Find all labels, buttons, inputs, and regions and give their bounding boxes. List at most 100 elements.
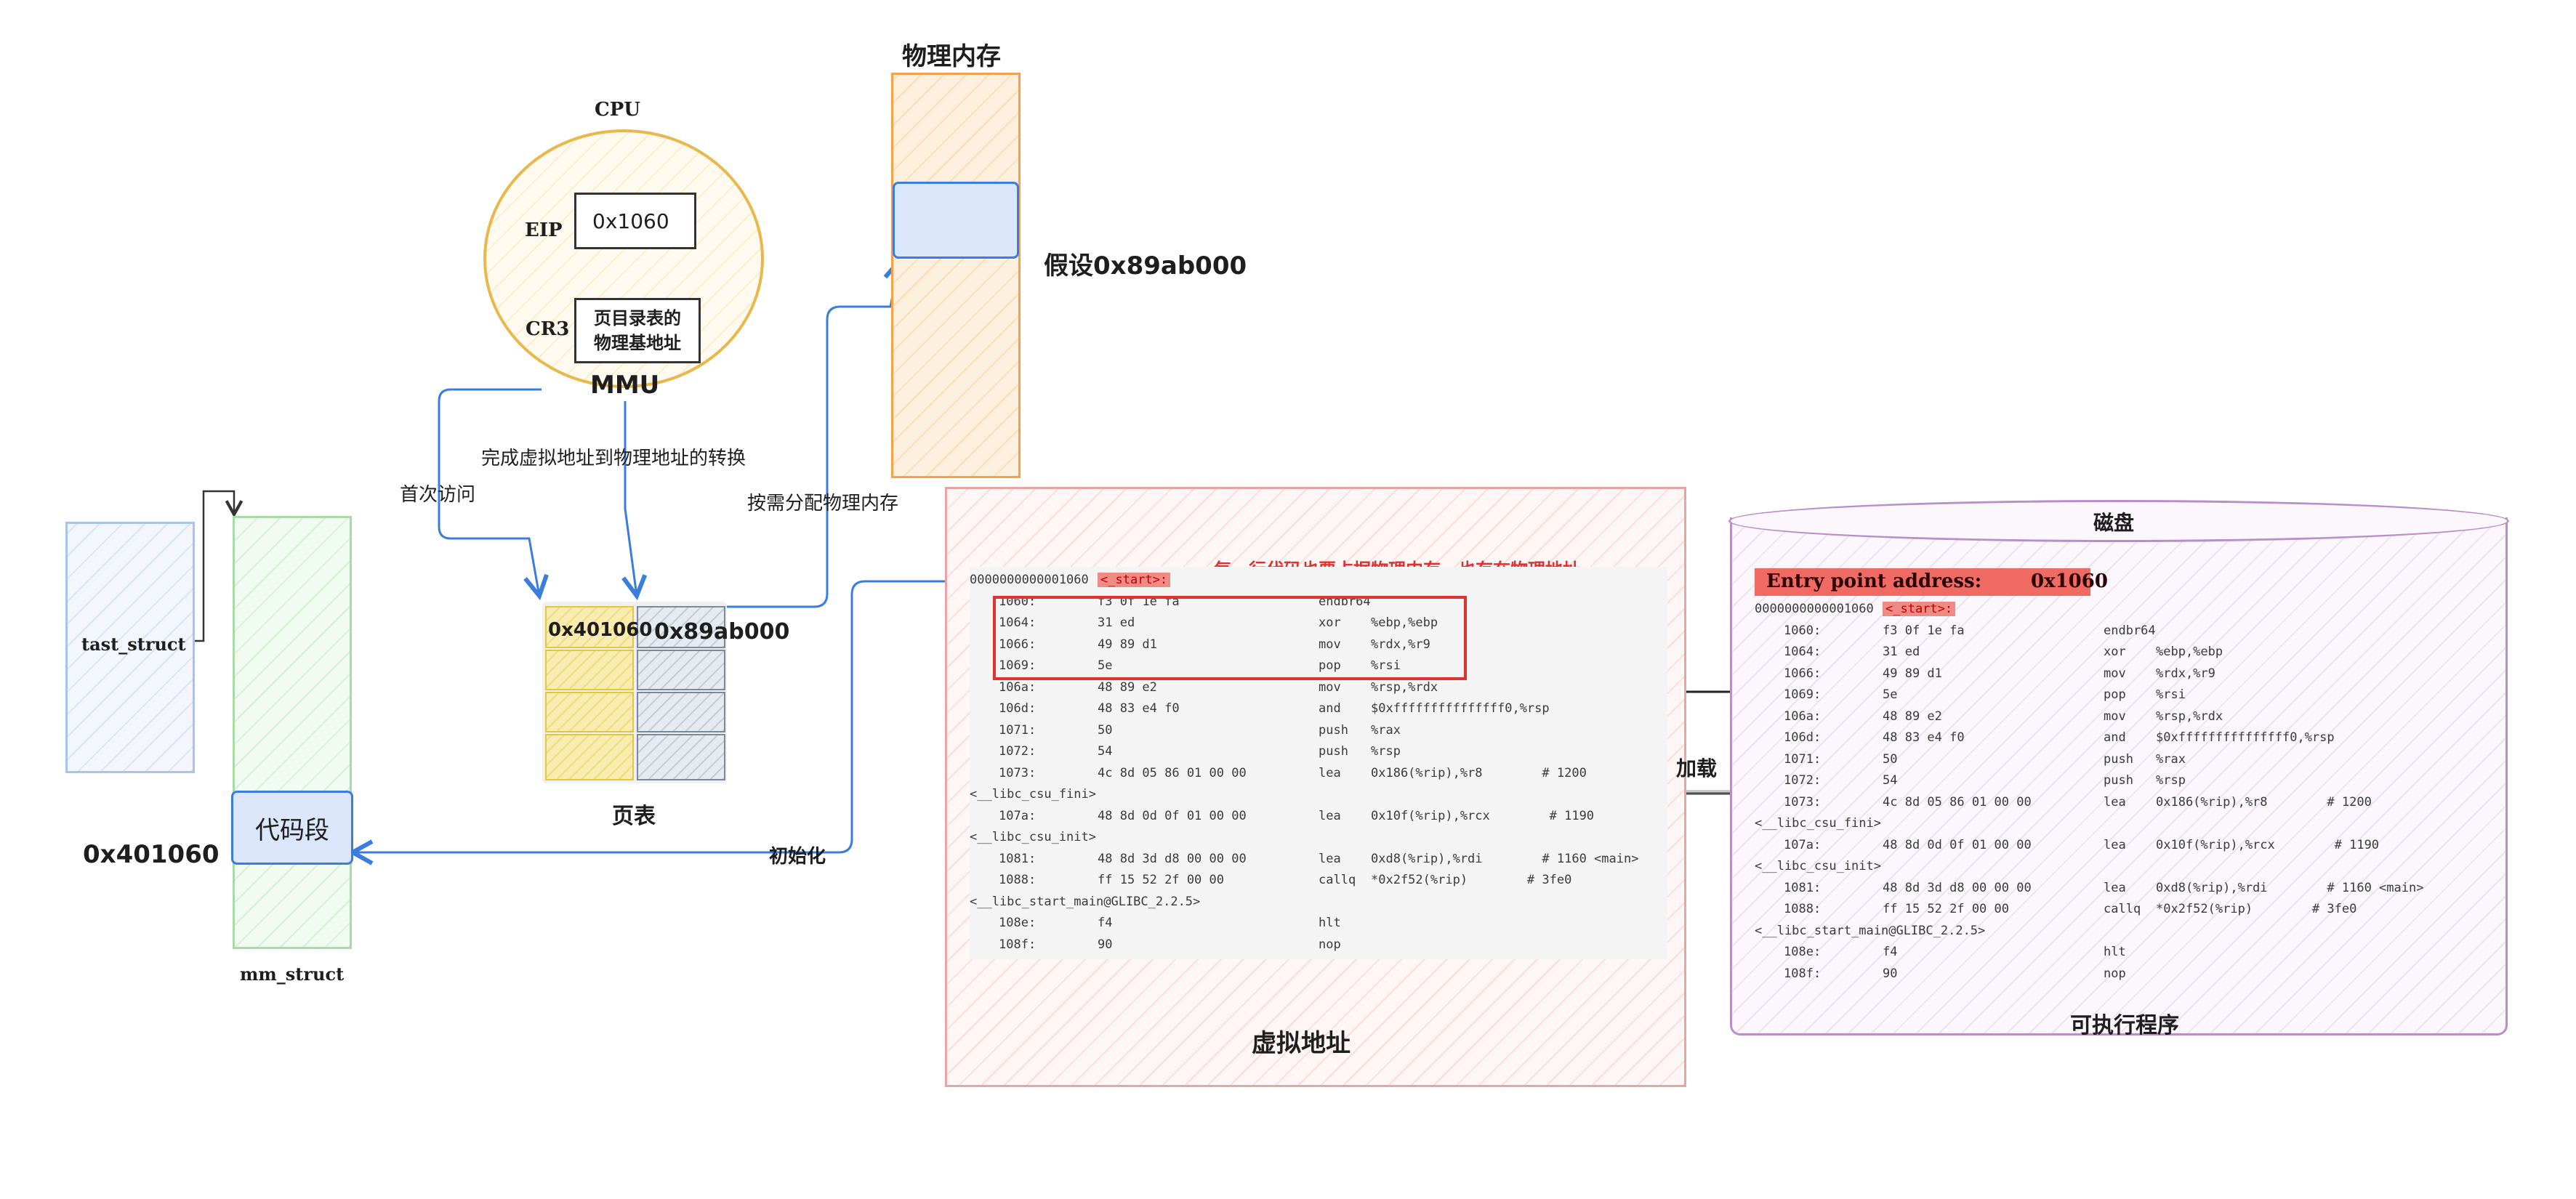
code-operands: %rsp: [2156, 773, 2186, 788]
highlight-rows-box: [993, 596, 1467, 680]
code-opcode: mov: [1319, 637, 1341, 652]
code-opcode: push: [1319, 744, 1348, 759]
code-address: 1071:: [1784, 751, 1822, 767]
page-table-cell: [637, 734, 725, 780]
code-address-label: 0x401060: [83, 840, 220, 869]
code-address: 1060:: [1784, 623, 1822, 638]
code-address: 1066:: [1784, 666, 1822, 681]
code-address: 1088:: [1784, 902, 1822, 916]
code-opcode: lea: [1319, 765, 1341, 780]
code-bytes: 31 ed: [1098, 615, 1135, 630]
code-opcode: push: [1319, 722, 1348, 738]
code-bytes: 5e: [1883, 687, 1898, 702]
code-operands: *0x2f52(%rip) # 3fe0: [2156, 902, 2357, 916]
disk-caption: 可执行程序: [2070, 1013, 2179, 1038]
code-address: 1073:: [1784, 794, 1822, 810]
code-address: 106a:: [1784, 708, 1822, 724]
code-opcode: mov: [1319, 679, 1341, 695]
code-operands: 0x10f(%rip),%rcx # 1190: [2156, 837, 2380, 852]
load-label: 加载: [1676, 756, 1718, 780]
code-opcode: lea: [2104, 880, 2126, 895]
page-table-cell: [637, 606, 725, 648]
code-opcode: lea: [1319, 851, 1341, 866]
code-bytes: 54: [1883, 773, 1898, 788]
entry-point-label: Entry point address:: [1766, 570, 1982, 592]
code-bytes: 48 8d 3d d8 00 00 00: [1883, 880, 2032, 895]
physical-memory-title: 物理内存: [902, 42, 1001, 71]
init-label: 初始化: [769, 846, 826, 868]
disk-disassembly: 0000000000001060 <_start>: 1060: f3 0f 1e f…: [1755, 596, 2467, 988]
code-header-symbol: <_start>:: [1883, 602, 1956, 616]
page-table-cell: [545, 692, 634, 732]
code-address: 107a:: [1784, 837, 1822, 852]
code-address: 106d:: [1784, 730, 1822, 745]
code-bytes: 50: [1098, 722, 1113, 738]
eip-register: 0x1060: [574, 193, 696, 249]
page-table-title: 页表: [612, 804, 656, 829]
cr3-label: CR3: [526, 318, 570, 340]
code-operands: %ebp,%ebp: [2156, 645, 2223, 659]
cr3-value-line1: 页目录表的: [594, 308, 681, 328]
allocate-label: 按需分配物理内存: [747, 493, 899, 514]
code-header-address: 0000000000001060: [970, 573, 1089, 587]
code-address: 1071:: [999, 722, 1037, 738]
eip-label: EIP: [525, 219, 563, 241]
cr3-register: 页目录表的 物理基地址: [574, 298, 701, 363]
page-table-cell: [637, 650, 725, 690]
code-bytes: 90: [1883, 966, 1898, 981]
task-struct-box: [65, 522, 195, 773]
page-table: [542, 602, 727, 783]
mmu-label: MMU: [590, 371, 660, 400]
code-opcode: pop: [2104, 687, 2126, 702]
code-segment-box: 代码段: [231, 791, 353, 865]
code-bytes: ff 15 52 2f 00 00: [1098, 873, 1224, 887]
code-address: 1064:: [999, 615, 1037, 630]
code-bytes: 4c 8d 05 86 01 00 00: [1883, 794, 2032, 810]
code-bytes: 49 89 d1: [1098, 637, 1157, 652]
code-opcode: endbr64: [2104, 623, 2156, 638]
code-symbol-label: <__libc_start_main@GLIBC_2.2.5>: [1755, 923, 1986, 938]
code-address: 108f:: [1784, 966, 1822, 981]
page-table-cell: [545, 734, 634, 780]
code-bytes: 54: [1098, 744, 1113, 759]
code-address: 1081:: [1784, 880, 1822, 895]
code-opcode: lea: [2104, 837, 2126, 852]
code-bytes: f3 0f 1e fa: [1883, 623, 1965, 638]
arrow-allocate: [727, 260, 900, 608]
code-address: 108e:: [1784, 945, 1822, 959]
code-address: 1072:: [1784, 773, 1822, 788]
arrow-init: [353, 580, 945, 852]
code-opcode: mov: [2104, 666, 2126, 681]
arrow-task-mm: [190, 490, 234, 642]
arrow-translate: [625, 401, 637, 596]
code-opcode: pop: [1319, 658, 1341, 673]
code-symbol-label: <__libc_csu_init>: [970, 830, 1096, 844]
code-bytes: 50: [1883, 751, 1898, 767]
code-opcode: push: [2104, 751, 2133, 767]
code-operands: 0xd8(%rip),%rdi # 1160 <main>: [2156, 880, 2424, 895]
code-operands: %rsi: [2156, 687, 2186, 702]
code-operands: %rsp: [1371, 744, 1401, 759]
code-address: 1069:: [999, 658, 1037, 673]
code-bytes: 48 83 e4 f0: [1098, 701, 1180, 716]
code-header-address: 0000000000001060: [1755, 602, 1874, 616]
code-opcode: lea: [1319, 808, 1341, 823]
code-opcode: push: [2104, 773, 2133, 788]
physical-memory-column: [891, 73, 1021, 478]
code-operands: $0xfffffffffffffff0,%rsp: [1371, 701, 1550, 716]
code-opcode: callq: [2104, 902, 2141, 916]
code-symbol-label: <__libc_csu_init>: [1755, 859, 1881, 873]
page-table-cell: [545, 606, 634, 648]
code-symbol-label: <__libc_csu_fini>: [1755, 816, 1881, 831]
eip-value: 0x1060: [592, 209, 669, 233]
code-operands: %rsi: [1371, 658, 1401, 673]
code-opcode: mov: [2104, 708, 2126, 724]
virtual-disassembly: 0000000000001060<_start>:1060:f3 0f 1e f…: [970, 567, 1667, 959]
code-operands: 0x10f(%rip),%rcx # 1190: [1371, 808, 1595, 823]
code-address: 108f:: [999, 937, 1037, 952]
code-address: 106d:: [999, 701, 1037, 716]
code-opcode: hlt: [2104, 945, 2126, 959]
disk-top: [1728, 500, 2509, 542]
arrow-first-access: [438, 388, 542, 596]
code-bytes: 4c 8d 05 86 01 00 00: [1098, 765, 1247, 780]
